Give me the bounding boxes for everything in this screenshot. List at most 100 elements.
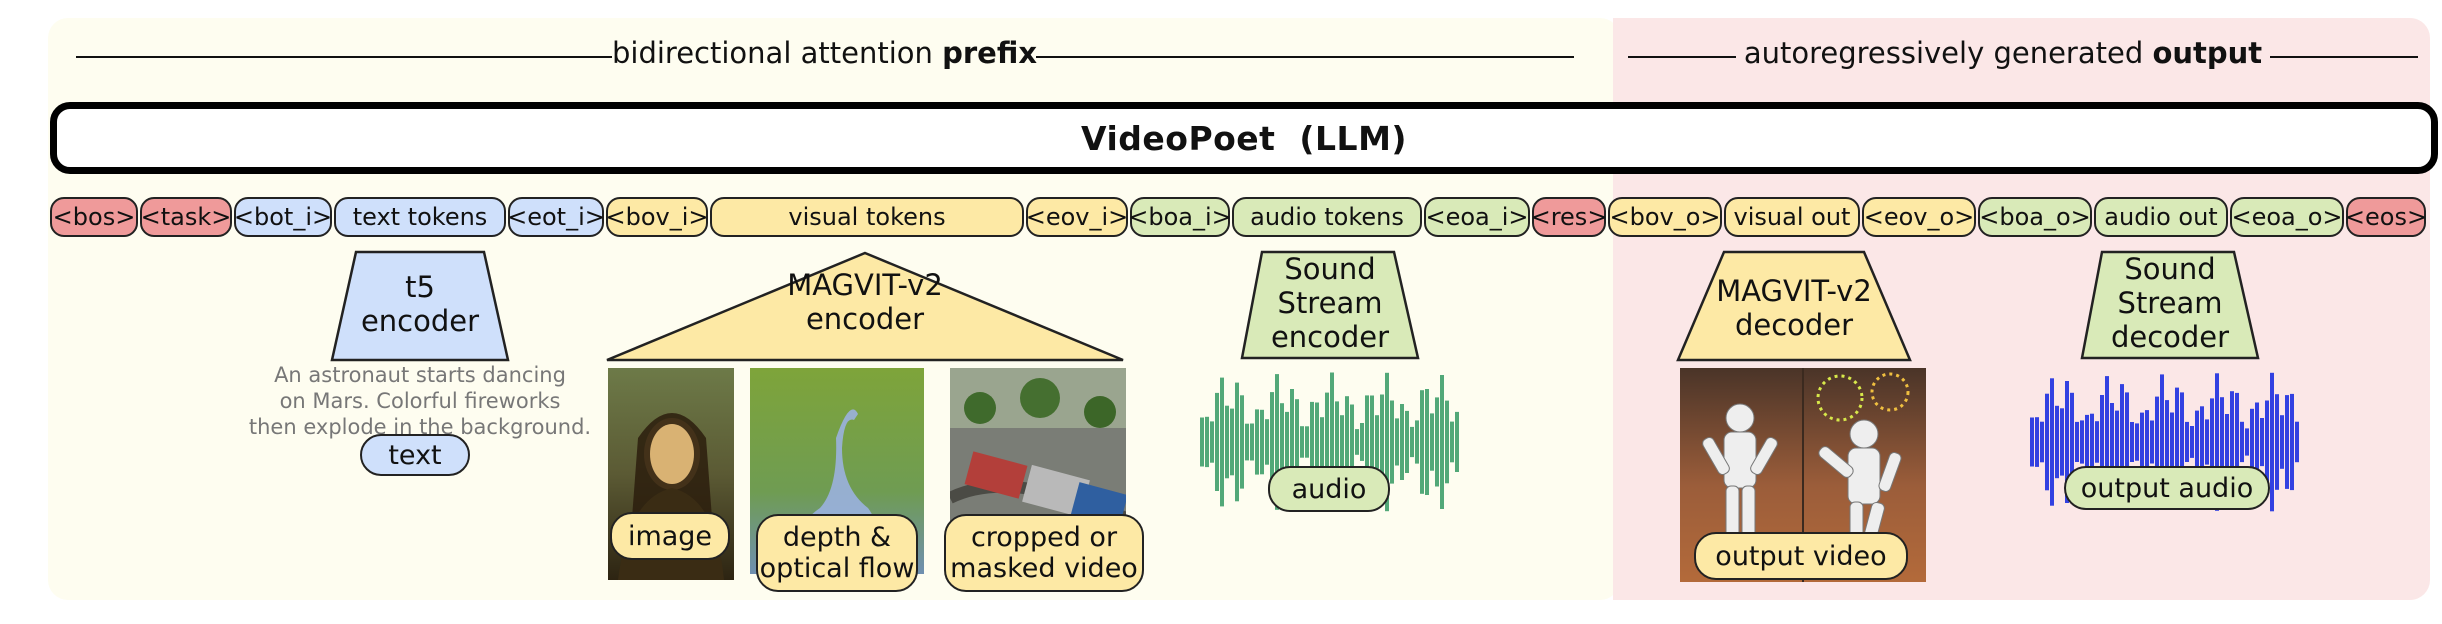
waveform-bar xyxy=(1250,423,1254,461)
waveform-bar xyxy=(2180,392,2184,492)
magvit-decoder-shape xyxy=(1676,250,1912,362)
waveform-bar xyxy=(2230,391,2234,493)
waveform-bar xyxy=(1265,419,1269,465)
depth-pill-line2: optical flow xyxy=(759,553,915,584)
waveform-bar xyxy=(2125,392,2129,492)
t5-encoder-shape xyxy=(330,250,510,362)
depth-pill-line1: depth & xyxy=(782,522,892,553)
waveform-bar xyxy=(1340,415,1344,469)
waveform-bar xyxy=(1375,415,1379,469)
waveform-bar xyxy=(1445,400,1449,484)
waveform-bar xyxy=(2235,392,2239,492)
waveform-bar xyxy=(1410,426,1414,458)
token-audio-out: audio out xyxy=(2094,197,2228,237)
waveform-bar xyxy=(2070,392,2074,492)
waveform-bar xyxy=(1435,397,1439,487)
waveform-bar xyxy=(2150,420,2154,464)
waveform-bar xyxy=(1365,395,1369,489)
waveform-bar xyxy=(2175,387,2179,497)
token-bos: <bos> xyxy=(50,197,138,237)
sound-dec-line3: decoder xyxy=(2110,320,2230,354)
waveform-bar xyxy=(1430,413,1434,471)
waveform-bar xyxy=(2245,428,2249,456)
output-header: autoregressively generated output xyxy=(1738,36,2268,70)
waveform-bar xyxy=(1370,395,1374,489)
waveform-bar xyxy=(1330,372,1334,512)
waveform-bar xyxy=(2065,381,2069,503)
waveform-bar xyxy=(1200,417,1204,467)
soundstream-decoder-label: Sound Stream decoder xyxy=(2080,252,2260,354)
soundstream-decoder-shape xyxy=(2080,250,2260,360)
waveform-bar xyxy=(1355,429,1359,455)
waveform-bar xyxy=(1215,392,1219,491)
waveform-bar xyxy=(2210,398,2214,486)
waveform-bar xyxy=(2260,418,2264,467)
waveform-bar xyxy=(1260,409,1264,475)
waveform-bar xyxy=(2055,405,2059,479)
magvit-encoder-line1: MAGVIT-v2 xyxy=(787,268,943,302)
waveform-bar xyxy=(1305,426,1309,458)
token-eoa-o: <eoa_o> xyxy=(2230,197,2344,237)
waveform-bar xyxy=(2295,421,2299,463)
sound-enc-line3: encoder xyxy=(1270,320,1390,354)
waveform-bar xyxy=(2040,421,2044,463)
waveform-bar xyxy=(2130,422,2134,462)
token-eoa-i: <eoa_i> xyxy=(1424,197,1530,237)
soundstream-encoder-label: Sound Stream encoder xyxy=(1240,252,1420,354)
waveform-bar xyxy=(1300,426,1304,458)
output-audio-waveform xyxy=(2030,372,2299,512)
waveform-bar xyxy=(1280,403,1284,481)
waveform-bar xyxy=(2215,373,2219,511)
image-pill: image xyxy=(610,512,730,560)
token-text-tokens: text tokens xyxy=(334,197,506,237)
token-res: <res> xyxy=(1531,197,1607,237)
waveform-bar xyxy=(2085,414,2089,469)
magvit-decoder-line1: MAGVIT-v2 xyxy=(1716,274,1872,308)
waveform-bar xyxy=(2265,400,2269,484)
magvit-encoder-shape xyxy=(606,251,1124,362)
token-boa-o: <boa_o> xyxy=(1978,197,2092,237)
audio-waveform xyxy=(1200,372,1459,512)
waveform-bar xyxy=(2240,421,2244,463)
output-audio-pill: output audio xyxy=(2064,466,2270,510)
waveform-bar xyxy=(1450,421,1454,463)
waveform-bar xyxy=(1415,420,1419,464)
waveform-bar xyxy=(2145,410,2149,474)
waveform-bar xyxy=(1425,389,1429,495)
waveform-bar xyxy=(1380,394,1384,490)
t5-encoder-line1: t5 xyxy=(405,270,435,304)
waveform-bar xyxy=(2220,397,2224,487)
cropped-pill-line2: masked video xyxy=(950,553,1138,584)
waveform-bar xyxy=(2195,410,2199,474)
waveform-bar xyxy=(1400,404,1404,480)
magvit-decoder-line2: decoder xyxy=(1734,308,1854,342)
t5-encoder-label: t5 encoder xyxy=(330,270,510,338)
waveform-bar xyxy=(1275,374,1279,510)
waveform-bar xyxy=(1395,418,1399,466)
waveform-bar xyxy=(2170,412,2174,472)
magvit-encoder-line2: encoder xyxy=(805,302,925,336)
waveform-bar xyxy=(1320,417,1324,467)
prefix-header-bold: prefix xyxy=(942,36,1038,70)
prefix-header: bidirectional attention prefix xyxy=(612,36,1038,70)
waveform-bar xyxy=(2120,384,2124,500)
waveform-bar xyxy=(2045,393,2049,491)
waveform-bar xyxy=(1310,401,1314,483)
caption-line1: An astronaut starts dancing xyxy=(274,363,566,387)
token-bov-o: <bov_o> xyxy=(1608,197,1722,237)
magvit-encoder-label: MAGVIT-v2 encoder xyxy=(700,268,1030,336)
waveform-bar xyxy=(1350,404,1354,480)
waveform-bar xyxy=(1235,382,1239,502)
waveform-bar xyxy=(1205,416,1209,468)
waveform-bar xyxy=(2165,400,2169,484)
prefix-rule-right xyxy=(1036,56,1574,58)
waveform-bar xyxy=(2250,408,2254,476)
sound-dec-line2: Stream xyxy=(2117,286,2223,320)
magvit-decoder-label: MAGVIT-v2 decoder xyxy=(1676,274,1912,342)
token-eov-i: <eov_i> xyxy=(1026,197,1128,237)
cropped-pill-line1: cropped or xyxy=(970,522,1118,553)
waveform-bar xyxy=(1335,401,1339,483)
waveform-bar xyxy=(1295,399,1299,485)
text-pill: text xyxy=(360,434,470,476)
waveform-bar xyxy=(1290,389,1294,496)
